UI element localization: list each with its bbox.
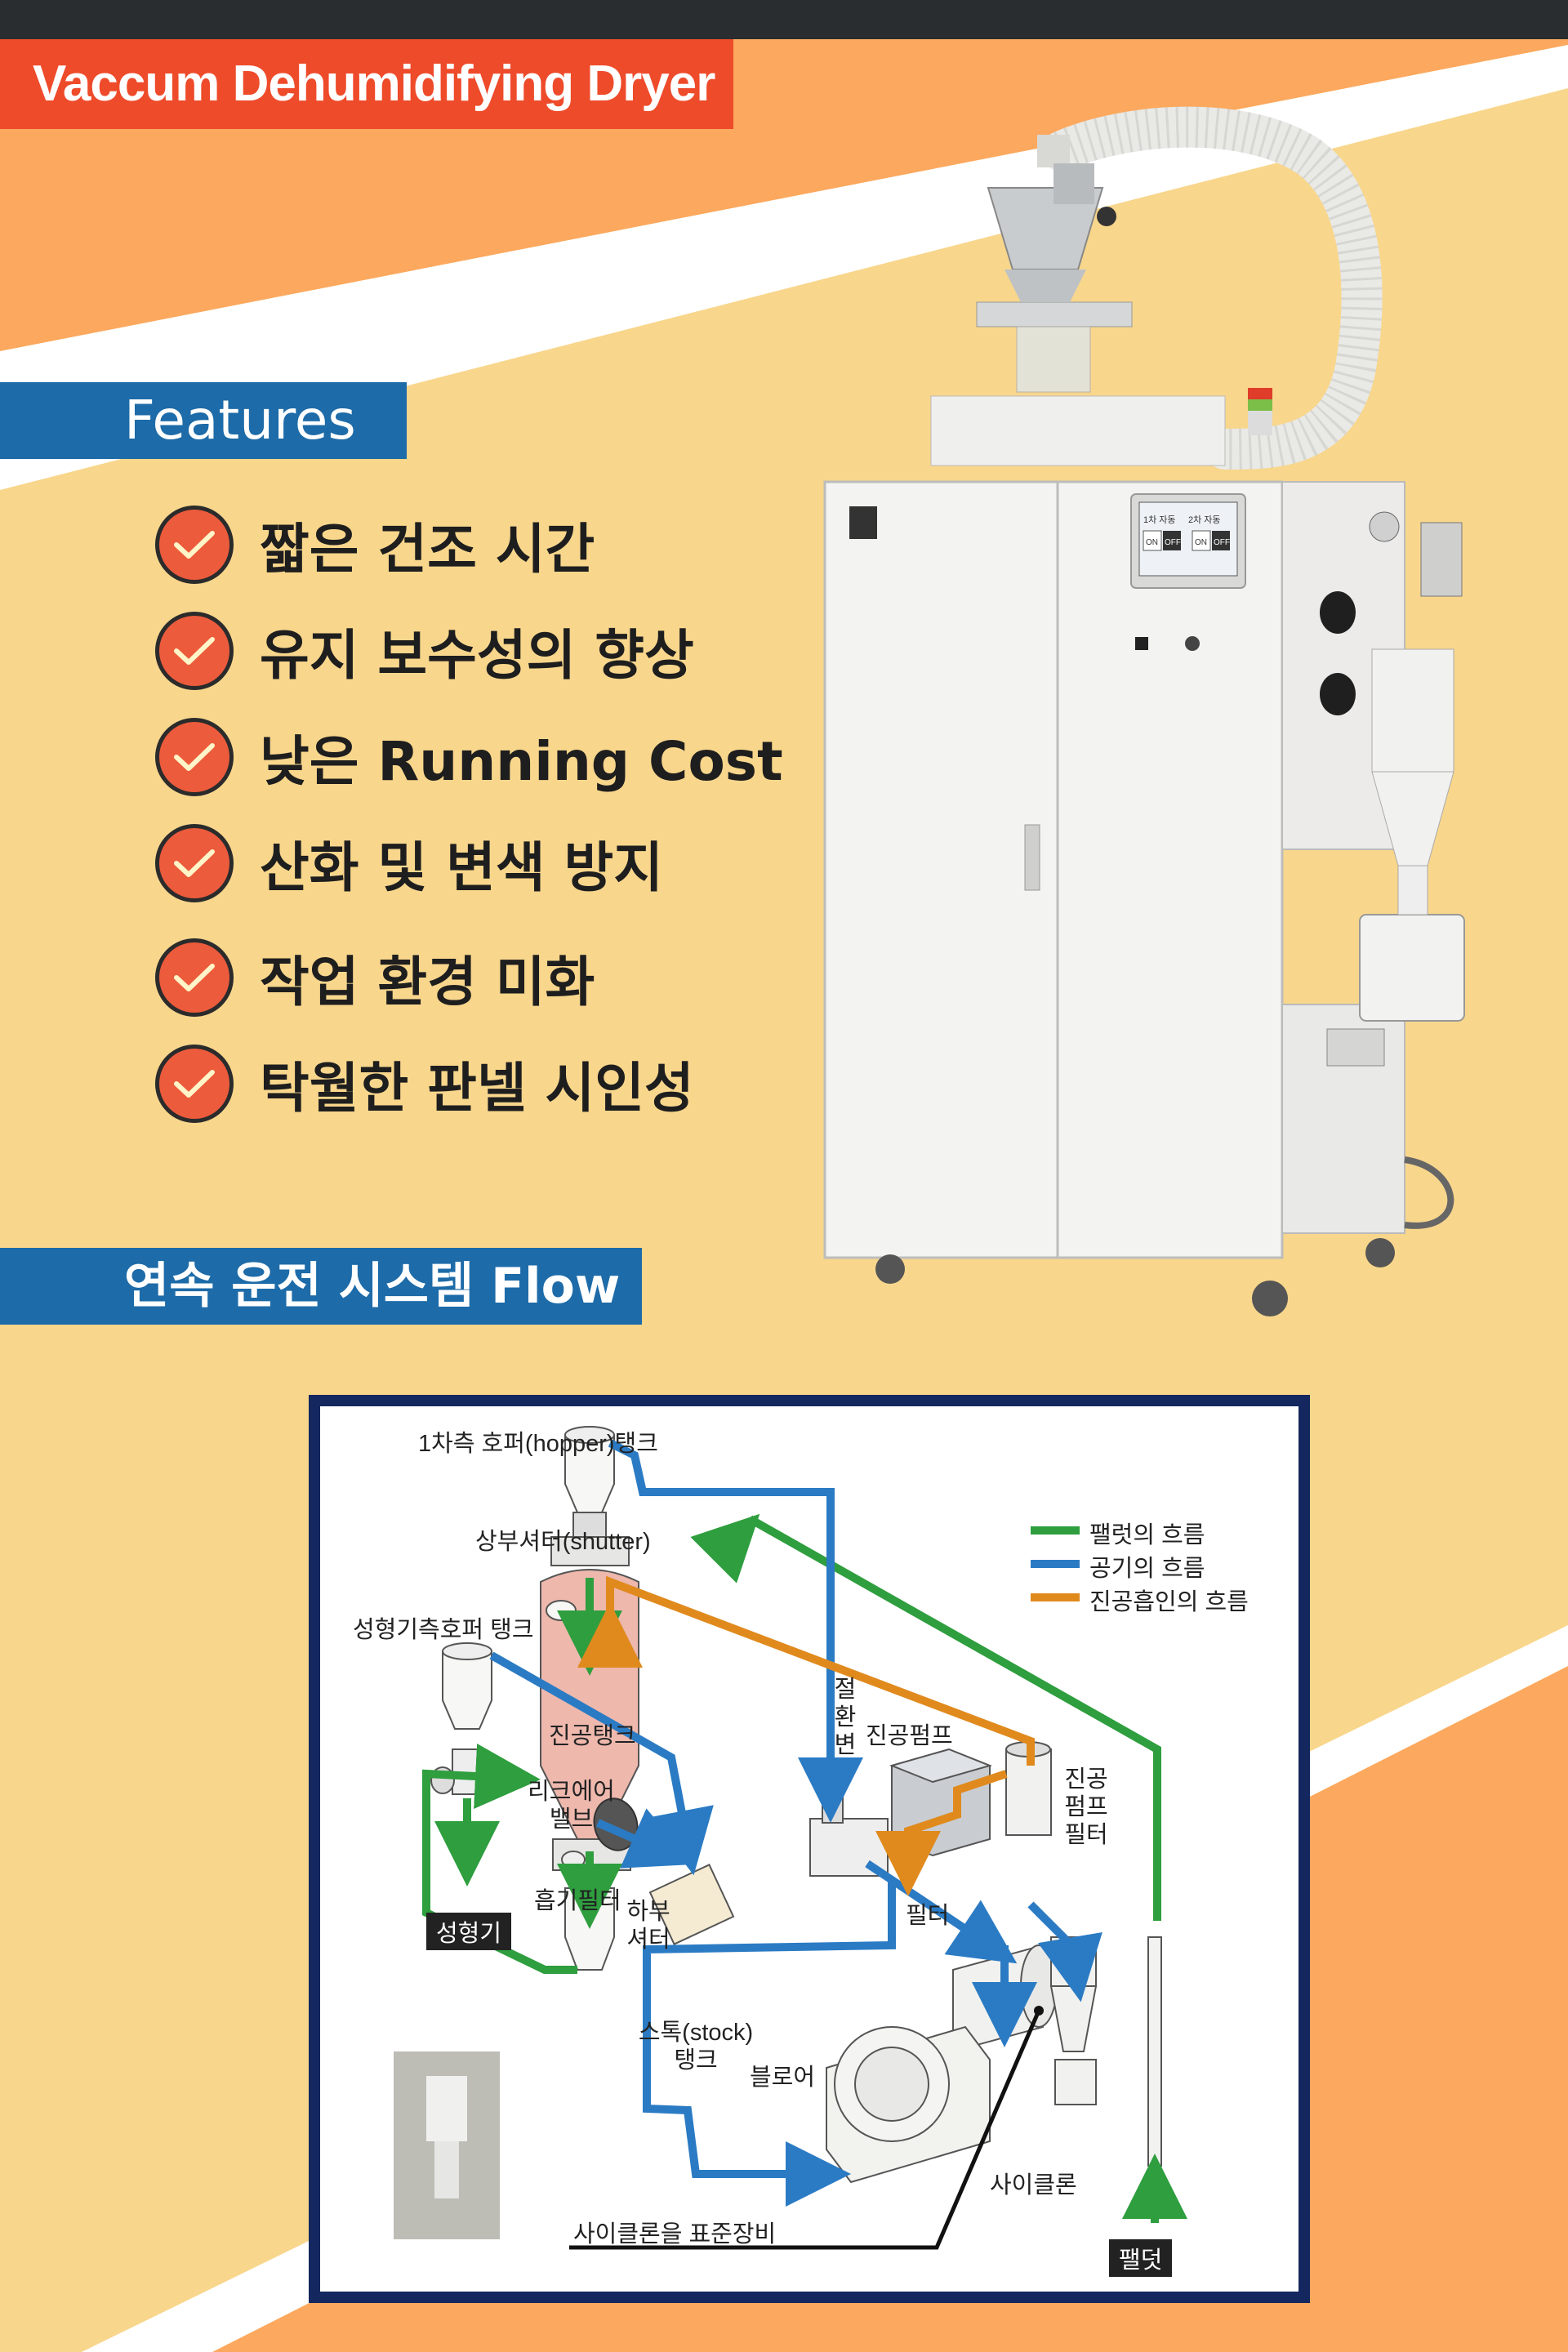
feature-label: 산화 및 변색 방지	[260, 836, 663, 899]
label-filter: 필터	[906, 1903, 950, 1929]
feature-label: 탁월한 판넬 시인성	[260, 1057, 694, 1120]
label-molding-machine: 성형기	[426, 1913, 512, 1950]
check-icon	[155, 506, 234, 584]
feature-item: 작업 환경 미화	[155, 933, 595, 1022]
feature-item: 탁월한 판넬 시인성	[155, 1039, 694, 1129]
panel-screen-right: 2차 자동	[1188, 514, 1221, 525]
legend-label-vacuum: 진공흡인의 흐름	[1089, 1589, 1249, 1615]
flow-diagram-frame: 1차측 호퍼(hopper)탱크 상부셔터(shutter) 성형기측호퍼 탱크…	[309, 1395, 1310, 2303]
flow-heading: 연속 운전 시스템 Flow	[0, 1248, 642, 1325]
check-icon	[155, 1045, 234, 1123]
feature-label: 낮은 Running Cost	[260, 730, 783, 793]
label-primary-hopper: 1차측 호퍼(hopper)탱크	[418, 1431, 658, 1457]
panel-off-left: OFF	[1165, 538, 1181, 547]
panel-screen-left: 1차 자동	[1143, 514, 1176, 525]
label-intake-filter: 흡기필터	[534, 1888, 621, 1914]
label-switch-valve: 절환변	[834, 1677, 857, 1758]
label-blower: 블로어	[750, 2065, 816, 2091]
page-title: Vaccum Dehumidifying Dryer	[0, 39, 733, 129]
panel-on-left: ON	[1146, 538, 1158, 547]
flow-diagram: 1차측 호퍼(hopper)탱크 상부셔터(shutter) 성형기측호퍼 탱크…	[320, 1406, 1298, 2292]
feature-label: 작업 환경 미화	[260, 951, 595, 1013]
panel-on-right: ON	[1195, 538, 1207, 547]
feature-label: 짧은 건조 시간	[260, 518, 595, 581]
legend-label-pellet: 팰럿의 흐름	[1089, 1522, 1205, 1548]
label-cyclone-standard: 사이클론을 표준장비	[573, 2221, 777, 2247]
feature-item: 낮은 Running Cost	[155, 712, 783, 802]
feature-item: 짧은 건조 시간	[155, 500, 595, 590]
check-icon	[155, 824, 234, 902]
label-molding-hopper: 성형기측호퍼 탱크	[353, 1617, 534, 1643]
dryer-machine-illustration: 1차 자동 2차 자동 ON OFF ON OFF	[823, 106, 1465, 1316]
label-lower-shutter: 하부셔터	[626, 1899, 670, 1953]
feature-item: 산화 및 변색 방지	[155, 818, 663, 908]
label-vacuum-tank: 진공탱크	[549, 1723, 636, 1749]
legend-label-air: 공기의 흐름	[1089, 1556, 1205, 1582]
panel-off-right: OFF	[1214, 538, 1230, 547]
features-heading: Features	[0, 382, 407, 459]
check-icon	[155, 938, 234, 1017]
label-vacuum-pump-filter: 진공펌프필터	[1064, 1766, 1108, 1848]
label-stock-tank: 스톡(stock)탱크	[638, 2020, 754, 2074]
label-pallet: 팰덧	[1109, 2239, 1173, 2277]
check-icon	[155, 718, 234, 796]
check-icon	[155, 612, 234, 690]
label-upper-shutter: 상부셔터(shutter)	[475, 1529, 651, 1555]
label-leak-air-valve: 리크에어밸브	[528, 1779, 615, 1833]
feature-item: 유지 보수성의 향상	[155, 606, 694, 696]
feature-label: 유지 보수성의 향상	[260, 624, 694, 687]
label-cyclone: 사이클론	[990, 2172, 1077, 2198]
label-vacuum-pump: 진공펌프	[866, 1723, 953, 1749]
